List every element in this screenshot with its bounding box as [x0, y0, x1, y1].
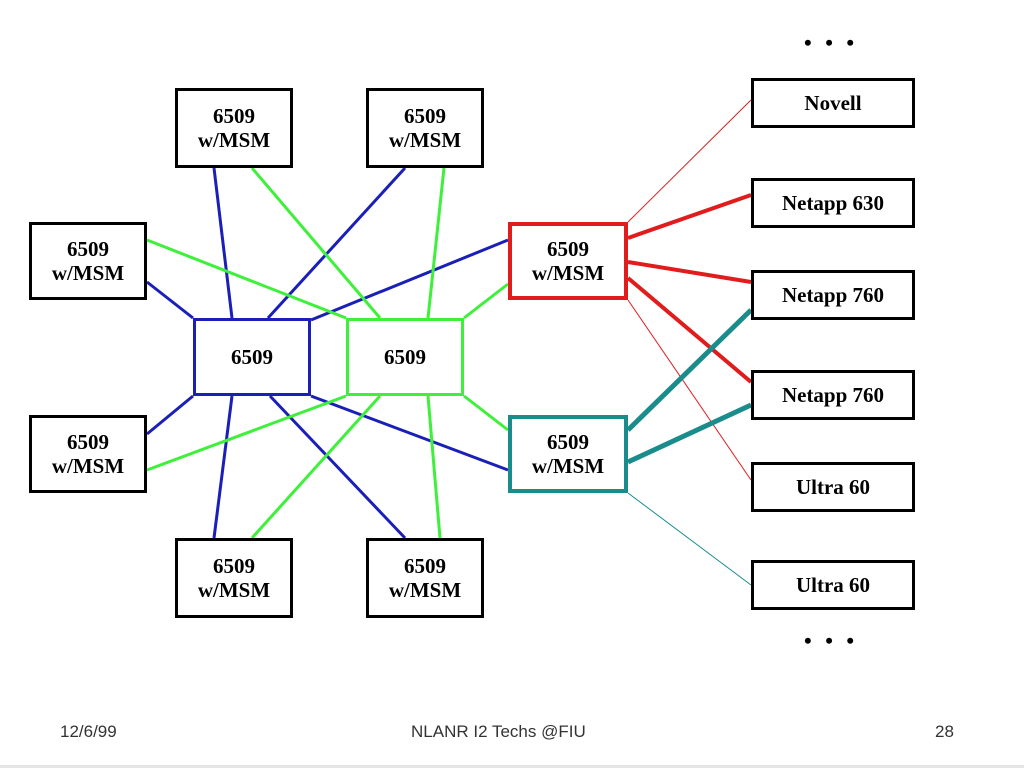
link-teal-netapp-760-b	[626, 402, 753, 465]
server-ultra-60-a: Ultra 60	[751, 462, 915, 512]
switch-model: 6509	[67, 237, 109, 261]
ellipsis-bottom: • • •	[804, 628, 859, 653]
switch-model: 6509	[547, 430, 589, 454]
link-blue-top-left	[212, 167, 234, 319]
link-red-netapp-630	[627, 193, 752, 240]
switch-module: w/MSM	[51, 261, 125, 285]
link-teal-ultra-60-b	[627, 492, 752, 586]
link-blue-mid-left-upper	[146, 280, 194, 320]
switch-top-right: 6509 w/MSM	[366, 88, 484, 168]
switch-mid-left-upper: 6509 w/MSM	[29, 222, 147, 300]
switch-module: w/MSM	[531, 261, 605, 285]
server-label: Ultra 60	[795, 573, 871, 597]
ellipsis-top: • • •	[804, 30, 859, 55]
link-green-teal-switch	[463, 394, 509, 432]
switch-module: w/MSM	[197, 578, 271, 602]
link-blue-teal-switch	[310, 394, 509, 472]
link-blue-bottom-left	[212, 395, 234, 539]
link-blue-bottom-right	[268, 394, 407, 540]
link-red-netapp-760-a	[627, 260, 752, 284]
red-switch: 6509 w/MSM	[508, 222, 628, 300]
switch-module: w/MSM	[51, 454, 125, 478]
switch-model: 6509	[404, 554, 446, 578]
switch-model: 6509	[404, 104, 446, 128]
server-netapp-760-a: Netapp 760	[751, 270, 915, 320]
link-green-red-switch	[463, 282, 509, 320]
server-label: Novell	[804, 91, 862, 115]
link-blue-top-right	[266, 166, 407, 320]
link-red-ultra-60-a	[627, 299, 752, 481]
network-diagram	[146, 99, 753, 586]
core-switch-label: 6509	[384, 345, 426, 369]
server-label: Ultra 60	[795, 475, 871, 499]
link-teal-netapp-760-a	[626, 308, 753, 432]
server-label: Netapp 760	[781, 383, 885, 407]
switch-module: w/MSM	[388, 128, 462, 152]
core-switch-blue: 6509	[193, 318, 311, 396]
link-blue-mid-left-lower	[146, 394, 194, 436]
link-blue-red-switch	[310, 238, 509, 322]
switch-model: 6509	[213, 554, 255, 578]
link-red-novell	[627, 99, 752, 223]
link-green-bottom-left	[250, 394, 382, 540]
switch-top-left: 6509 w/MSM	[175, 88, 293, 168]
server-label: Netapp 760	[781, 283, 885, 307]
server-netapp-630: Netapp 630	[751, 178, 915, 228]
link-green-bottom-right	[426, 395, 442, 539]
teal-switch: 6509 w/MSM	[508, 415, 628, 493]
server-label: Netapp 630	[781, 191, 885, 215]
switch-mid-left-lower: 6509 w/MSM	[29, 415, 147, 493]
switch-bottom-right: 6509 w/MSM	[366, 538, 484, 618]
footer-page-number: 28	[935, 722, 954, 741]
footer-rule	[0, 765, 1024, 768]
switch-bottom-left: 6509 w/MSM	[175, 538, 293, 618]
server-novell: Novell	[751, 78, 915, 128]
switch-module: w/MSM	[388, 578, 462, 602]
core-switch-label: 6509	[231, 345, 273, 369]
server-ultra-60-b: Ultra 60	[751, 560, 915, 610]
server-netapp-760-b: Netapp 760	[751, 370, 915, 420]
footer-title: NLANR I2 Techs @FIU	[411, 722, 586, 741]
switch-model: 6509	[213, 104, 255, 128]
link-red-netapp-760-b	[626, 276, 753, 384]
switch-module: w/MSM	[531, 454, 605, 478]
switch-module: w/MSM	[197, 128, 271, 152]
footer-date: 12/6/99	[60, 722, 117, 741]
core-switch-green: 6509	[346, 318, 464, 396]
switch-model: 6509	[547, 237, 589, 261]
link-green-mid-left-upper	[146, 238, 347, 320]
switch-model: 6509	[67, 430, 109, 454]
link-green-top-left	[250, 167, 382, 319]
link-green-mid-left-lower	[146, 394, 347, 472]
link-green-top-right	[426, 167, 446, 319]
